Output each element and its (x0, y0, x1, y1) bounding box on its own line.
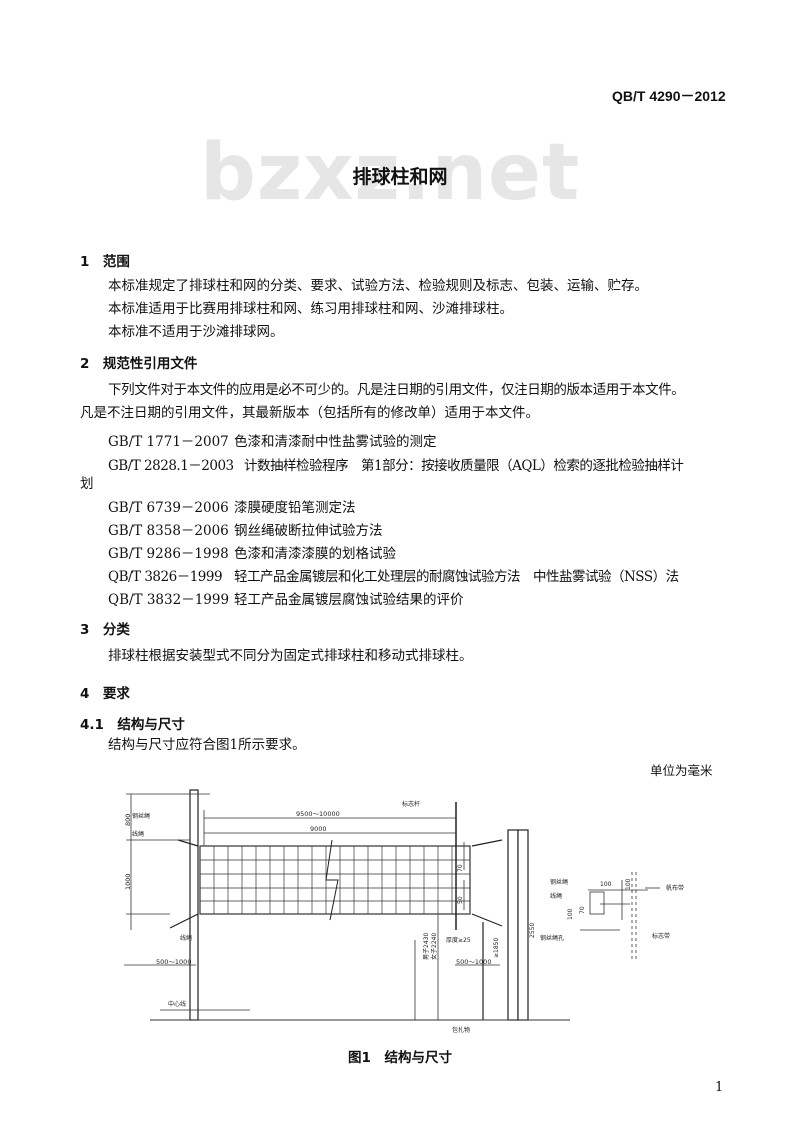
section-4-1-heading: 4.1 结构与尺寸 (80, 717, 185, 733)
label-steel-rope: 钢丝绳 (132, 812, 150, 820)
reference-title: 轻工产品金属镀层和化工处理层的耐腐蚀试验方法 中性盐雾试验（NSS）法 (234, 569, 679, 585)
section-1-line: 本标准适用于比赛用排球柱和网、练习用排球柱和网、沙滩排球柱。 (108, 301, 513, 317)
reference-item: 划 (80, 472, 94, 492)
page-title: 排球柱和网 (352, 166, 448, 188)
reference-code: GB/T 2828.1－2003 (108, 458, 234, 474)
page-number: 1 (715, 1080, 724, 1095)
label-detail-70: 70 (579, 906, 586, 914)
label-detail-100b: 100 (567, 908, 574, 920)
label-detail-100c: 100 (625, 878, 632, 890)
section-1-line: 本标准不适用于沙滩排球网。 (108, 324, 284, 340)
figure-1-diagram: 钢丝绳 线绳 标志杆 9500～10000 9000 800 1000 70 5… (124, 789, 684, 1034)
reference-title: 轻工产品金属镀层腐蚀试验结果的评价 (234, 592, 464, 608)
label-detail-hole: 钢丝绳孔 (540, 934, 564, 942)
reference-code: GB/T 8358－2006 (108, 523, 229, 539)
label-h1000: 1000 (124, 873, 132, 890)
watermark: bzxz.net (200, 128, 581, 218)
reference-title: 计数抽样检验程序 第1部分：按接收质量限（AQL）检索的逐批检验抽样计 (244, 458, 684, 474)
reference-item: GB/T 6739－2006 漆膜硬度铅笔测定法 (108, 496, 356, 516)
figure-caption: 图1 结构与尺寸 (348, 1050, 452, 1066)
label-detail-marker: 标志带 (652, 932, 670, 940)
label-detail-canvas: 帆布带 (666, 884, 684, 892)
label-padding: 包扎物 (452, 1026, 470, 1034)
label-center-line: 中心线 (168, 1000, 186, 1008)
label-detail-100a: 100 (600, 881, 612, 888)
detail-drawing (580, 872, 660, 960)
section-2-intro: 凡是不注日期的引用文件，其最新版本（包括所有的修改单）适用于本文件。 (80, 405, 539, 421)
label-h70: 70 (457, 864, 464, 872)
label-detail-line-rope: 线绳 (550, 892, 562, 900)
label-h50: 50 (457, 896, 464, 904)
reference-item: GB/T 8358－2006 钢丝绳破断拉伸试验方法 (108, 519, 383, 539)
label-women-height: 女子2240 (430, 933, 438, 960)
label-lower-rope: 线绳 (180, 934, 192, 942)
label-h1850: ≥1850 (493, 938, 500, 958)
label-h2550: 2550 (529, 923, 536, 938)
section-4-heading: 4 要求 (80, 686, 130, 702)
section-3-line: 排球柱根据安装型式不同分为固定式排球柱和移动式排球柱。 (108, 648, 473, 664)
label-line-rope: 线绳 (132, 830, 144, 838)
left-post (169, 789, 199, 1021)
label-detail-steel-rope: 钢丝绳 (550, 878, 568, 886)
reference-code: GB/T 9286－1998 (108, 546, 229, 562)
reference-code: QB/T 3826－1999 (108, 569, 223, 585)
reference-title: 漆膜硬度铅笔测定法 (234, 500, 356, 516)
reference-title: 划 (80, 476, 94, 492)
label-span-inner: 9000 (310, 825, 327, 833)
section-3-heading: 3 分类 (80, 622, 130, 638)
section-1-heading: 1 范围 (80, 254, 130, 270)
reference-title: 钢丝绳破断拉伸试验方法 (234, 523, 383, 539)
reference-title: 色漆和清漆耐中性盐雾试验的测定 (234, 434, 437, 450)
section-2-intro: 下列文件对于本文件的应用是必不可少的。凡是注日期的引用文件，仅注日期的版本适用于… (108, 382, 685, 398)
reference-code: GB/T 6739－2006 (108, 500, 229, 516)
break-line (325, 839, 339, 921)
label-h800: 800 (124, 814, 132, 826)
label-thickness: 厚度≥25 (446, 936, 471, 944)
reference-item: GB/T 1771－2007 色漆和清漆耐中性盐雾试验的测定 (108, 430, 437, 450)
label-marker-pole: 标志杆 (402, 800, 420, 808)
dimension-lines (124, 793, 570, 1021)
section-2-heading: 2 规范性引用文件 (80, 356, 198, 372)
reference-item: GB/T 9286－1998 色漆和清漆漆膜的划格试验 (108, 542, 396, 562)
net-mesh (199, 845, 471, 915)
section-4-1-line: 结构与尺寸应符合图1所示要求。 (108, 737, 306, 753)
reference-title: 色漆和清漆漆膜的划格试验 (234, 546, 396, 562)
reference-code: QB/T 3832－1999 (108, 592, 230, 608)
label-men-height: 男子2430 (423, 933, 430, 960)
label-dist-right: 500～1000 (456, 958, 491, 966)
standard-code: QB/T 4290－2012 (612, 88, 726, 104)
unit-note: 单位为毫米 (650, 763, 713, 778)
reference-code: GB/T 1771－2007 (108, 434, 229, 450)
label-span-outer: 9500～10000 (296, 810, 340, 818)
label-dist-left: 500～1000 (156, 958, 191, 966)
right-post (455, 802, 529, 1021)
reference-item: QB/T 3826－1999 轻工产品金属镀层和化工处理层的耐腐蚀试验方法 中性盐… (108, 565, 679, 585)
section-1-line: 本标准规定了排球柱和网的分类、要求、试验方法、检验规则及标志、包装、运输、贮存。 (108, 278, 648, 294)
reference-item: GB/T 2828.1－2003 计数抽样检验程序 第1部分：按接收质量限（AQL… (108, 454, 684, 474)
